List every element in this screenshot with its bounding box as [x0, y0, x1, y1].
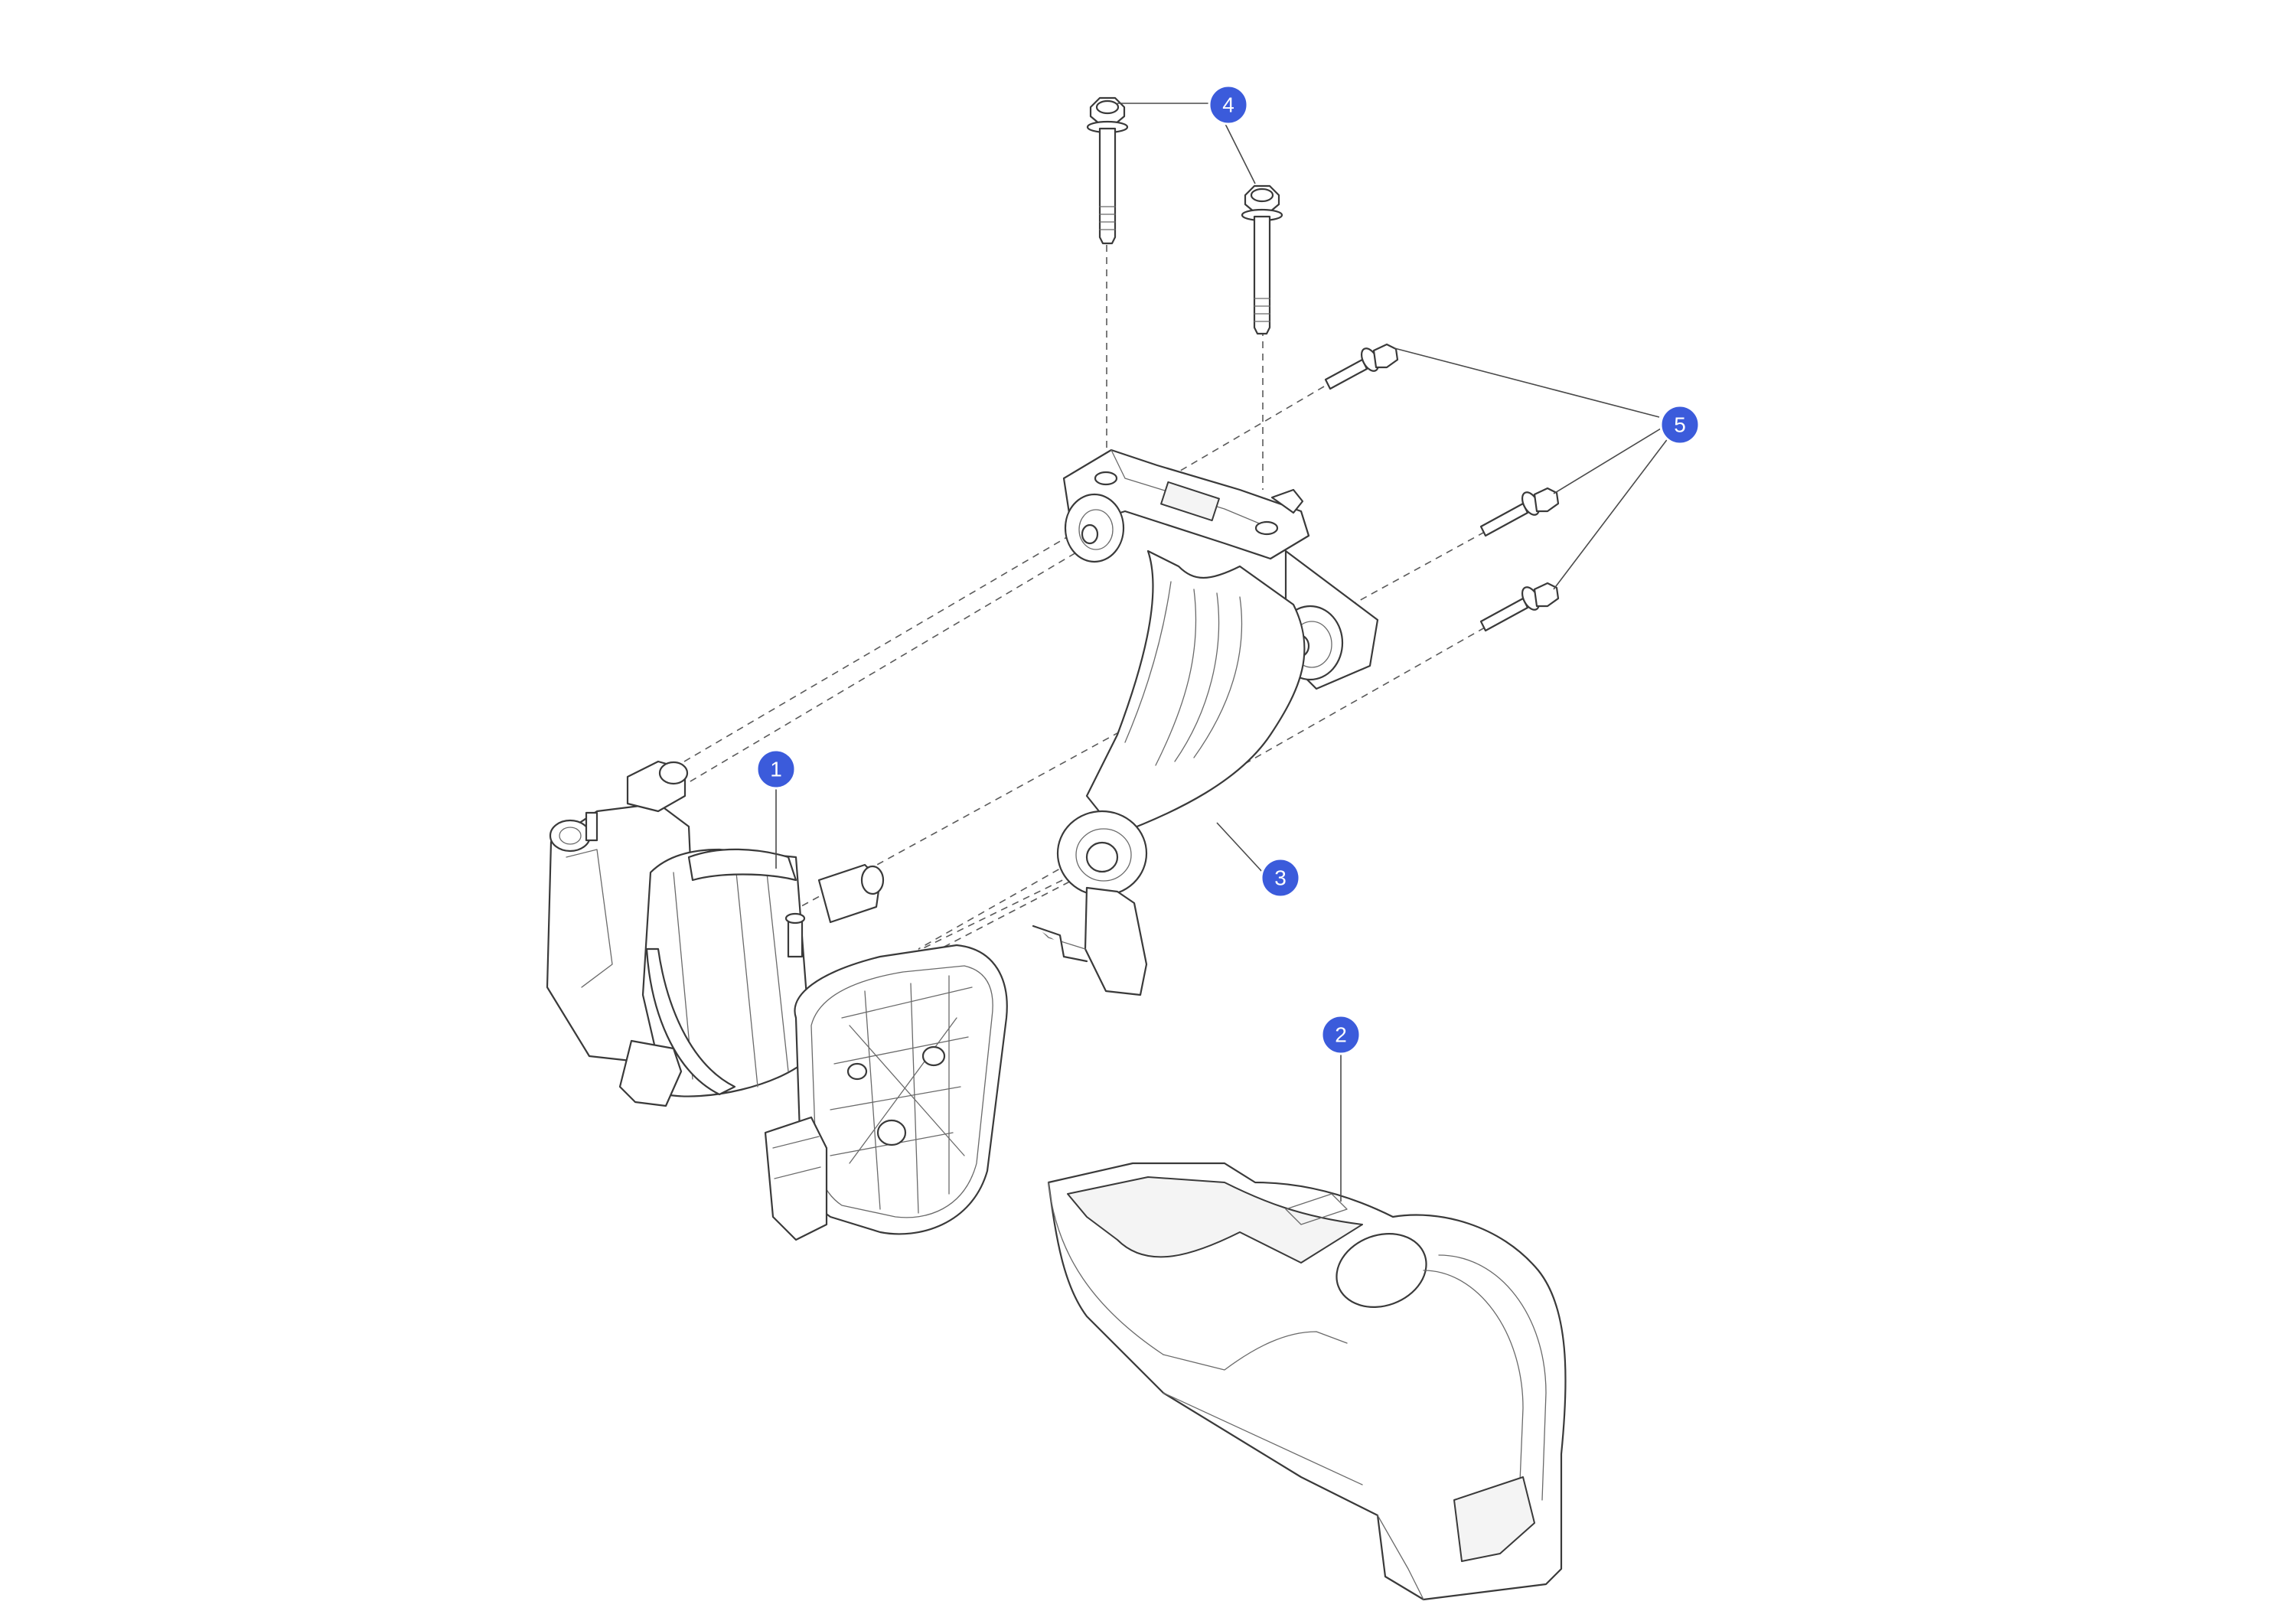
callout-number: 2	[1335, 1023, 1347, 1047]
callout-2: 2	[1320, 1014, 1362, 1055]
callout-1: 1	[755, 748, 797, 790]
horizontal-bolt-top	[1324, 343, 1399, 390]
cover-shell	[1047, 1162, 1567, 1601]
callout-5: 5	[1659, 404, 1701, 445]
callout-badge	[755, 748, 797, 790]
callout-3: 3	[1260, 857, 1301, 898]
mounting-bracket	[1032, 448, 1379, 996]
callout-badge	[1208, 84, 1249, 126]
horizontal-bolt-middle	[1479, 487, 1560, 537]
callout-number: 3	[1274, 866, 1287, 890]
horizontal-bolt-bottom	[1479, 582, 1560, 632]
callout-number: 4	[1222, 93, 1234, 117]
vertical-bolt-right	[1241, 184, 1283, 335]
leader-lines	[775, 103, 1669, 1202]
callout-number: 5	[1674, 413, 1686, 437]
callout-badge	[1320, 1014, 1362, 1055]
callout-4: 4	[1208, 84, 1249, 126]
compressor	[546, 760, 1008, 1241]
callout-badge	[1260, 857, 1301, 898]
callout-badge	[1659, 404, 1701, 445]
vertical-bolt-left	[1086, 96, 1129, 245]
callout-number: 1	[770, 758, 782, 781]
